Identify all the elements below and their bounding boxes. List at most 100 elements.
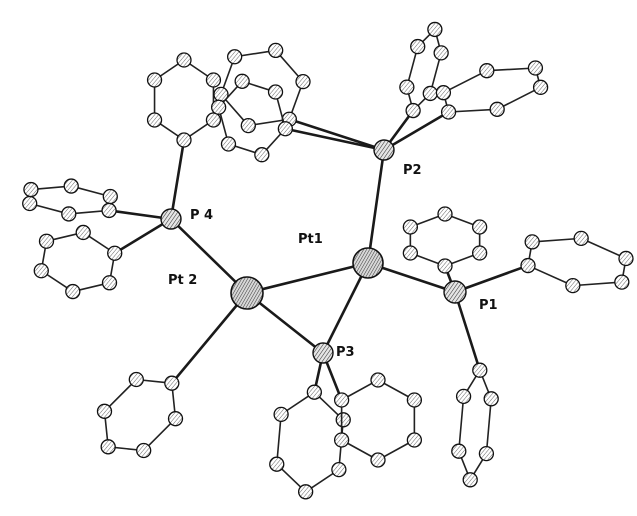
carbon-atom-p2-back-3	[254, 147, 270, 163]
carbon-atom-p4-up-1	[205, 72, 222, 88]
ipso-bond-p1-right	[453, 264, 530, 294]
carbon-atom-p1-up-0	[437, 206, 453, 222]
carbon-atom-p1-right-2	[614, 274, 630, 290]
carbon-atom-pt2-ph-2	[136, 442, 152, 459]
carbon-atom-p2-top-0	[427, 21, 443, 38]
bond-pt1-pt2	[245, 261, 370, 295]
carbon-atom-p1-right-4	[520, 257, 536, 274]
carbon-atom-pt2-ph-5	[128, 371, 144, 388]
ipso-bond-p4-low	[113, 217, 173, 255]
ring-bond-p1-right	[580, 237, 627, 260]
carbon-atom-p4-up-3	[176, 132, 192, 148]
carbon-atom-p1-right-3	[565, 277, 581, 294]
carbon-atom-p1-up-3	[437, 258, 453, 274]
ring-bond-p2-right	[447, 108, 498, 113]
carbon-atom-p4-up-2	[205, 112, 222, 128]
carbon-atom-p2-top-4	[399, 79, 415, 95]
atom-p4	[160, 208, 182, 230]
carbon-atom-p3-left-0	[306, 384, 323, 400]
carbon-atom-p2-right-3	[489, 101, 505, 117]
ring-bond-p1-right	[572, 281, 623, 287]
carbon-atom-p4-left-1	[102, 188, 118, 205]
atom-p3	[312, 342, 334, 364]
carbon-atom-p3-right-2	[406, 432, 423, 448]
carbon-atom-p4-low-5	[38, 233, 55, 249]
metal-phosphorus-bonds	[169, 148, 457, 355]
carbon-atom-p2-big-3	[240, 117, 256, 134]
carbon-atom-p4-left-0	[63, 178, 79, 194]
ring-bond-p1-right	[527, 264, 574, 287]
carbon-atom-p1-up-5	[402, 219, 419, 235]
carbon-atom-p4-left-5	[23, 181, 39, 198]
atom-pt1	[352, 247, 384, 279]
carbon-atom-p2-back-0	[234, 73, 250, 89]
carbon-atom-p4-low-2	[101, 275, 118, 291]
carbon-atom-p1-up-2	[471, 245, 488, 261]
carbon-atom-p4-left-3	[61, 206, 77, 222]
carbon-atom-p2-right-1	[527, 60, 544, 76]
carbon-atom-p2-top-3	[405, 102, 421, 119]
carbon-atom-p4-up-4	[146, 112, 163, 128]
carbon-atom-p3-left-3	[297, 484, 314, 500]
atom-labels: Pt1 Pt 2 P1 P2 P3 P 4	[168, 163, 498, 360]
carbon-atom-p3-right-3	[370, 452, 386, 468]
heavy-atoms	[160, 139, 467, 364]
label-p3: P3	[336, 345, 355, 360]
carbon-atom-p1-right-0	[573, 230, 589, 247]
label-p2: P2	[403, 163, 422, 178]
carbon-atom-p1-down-1	[483, 391, 499, 407]
bond-pt1-p2	[366, 148, 386, 265]
label-p1: P1	[479, 298, 498, 313]
carbon-atom-p2-top-5	[410, 38, 426, 55]
bond-pt2-p4	[169, 217, 249, 295]
carbon-atom-p2-right-2	[532, 79, 549, 95]
carbon-atom-p1-down-3	[462, 472, 478, 488]
carbon-atom-p1-right-1	[618, 250, 634, 267]
carbon-atom-p4-low-1	[107, 245, 123, 261]
carbon-atom-p1-down-5	[455, 388, 472, 405]
carbon-atom-p1-down-2	[478, 445, 495, 462]
atom-p1	[443, 280, 467, 304]
ring-bond-p3-left	[275, 413, 282, 465]
carbon-atom-p1-down-0	[472, 362, 488, 378]
ipso-bond-p4-up	[169, 138, 186, 221]
carbon-atom-p4-low-0	[75, 224, 91, 241]
carbon-atom-p2-back-1	[267, 84, 284, 100]
carbon-atom-p1-up-4	[402, 245, 419, 261]
carbon-atom-p3-left-4	[269, 456, 285, 472]
carbon-atom-p4-left-4	[22, 195, 38, 212]
carbon-atom-pt2-ph-1	[167, 411, 184, 427]
carbon-atom-p3-left-5	[273, 406, 289, 423]
carbon-atom-p4-up-5	[146, 72, 163, 88]
ipso-bond-p1-down	[453, 290, 482, 372]
carbon-atom-p2-back-4	[220, 136, 237, 152]
carbon-atom-p2-big-1	[295, 73, 311, 90]
carbon-atom-p1-up-1	[471, 219, 488, 235]
carbon-atom-p2-back-5	[210, 99, 227, 115]
label-pt2: Pt 2	[168, 273, 197, 288]
carbon-atom-p4-left-2	[101, 202, 117, 219]
ring-bond-p2-right	[442, 69, 488, 94]
carbon-atom-p3-right-4	[333, 432, 350, 448]
carbon-atom-p2-right-4	[440, 104, 457, 120]
carbon-atom-p1-down-4	[451, 443, 467, 459]
label-pt1: Pt1	[298, 232, 323, 247]
carbon-atom-p3-right-1	[406, 392, 423, 408]
ring-bond-p1-right	[531, 237, 582, 243]
atom-p2	[373, 139, 395, 161]
atom-pt2	[230, 276, 264, 310]
carbon-atom-p4-low-3	[65, 283, 81, 300]
ipso-bond-p2-right	[382, 110, 450, 152]
carbon-atom-p4-low-4	[33, 263, 49, 279]
carbon-atom-p2-big-5	[227, 49, 243, 65]
carbon-atom-p2-back-2	[277, 121, 294, 137]
ring-bond-p1-down	[485, 398, 493, 455]
carbon-atom-p2-right-5	[435, 85, 452, 101]
carbon-atom-p3-left-2	[331, 461, 347, 478]
ring-bond-p2-right	[496, 86, 542, 111]
carbon-atom-p2-top-1	[433, 45, 449, 61]
ipso-bond-p2-back	[284, 127, 386, 152]
carbon-atom-p4-up-0	[176, 52, 192, 68]
